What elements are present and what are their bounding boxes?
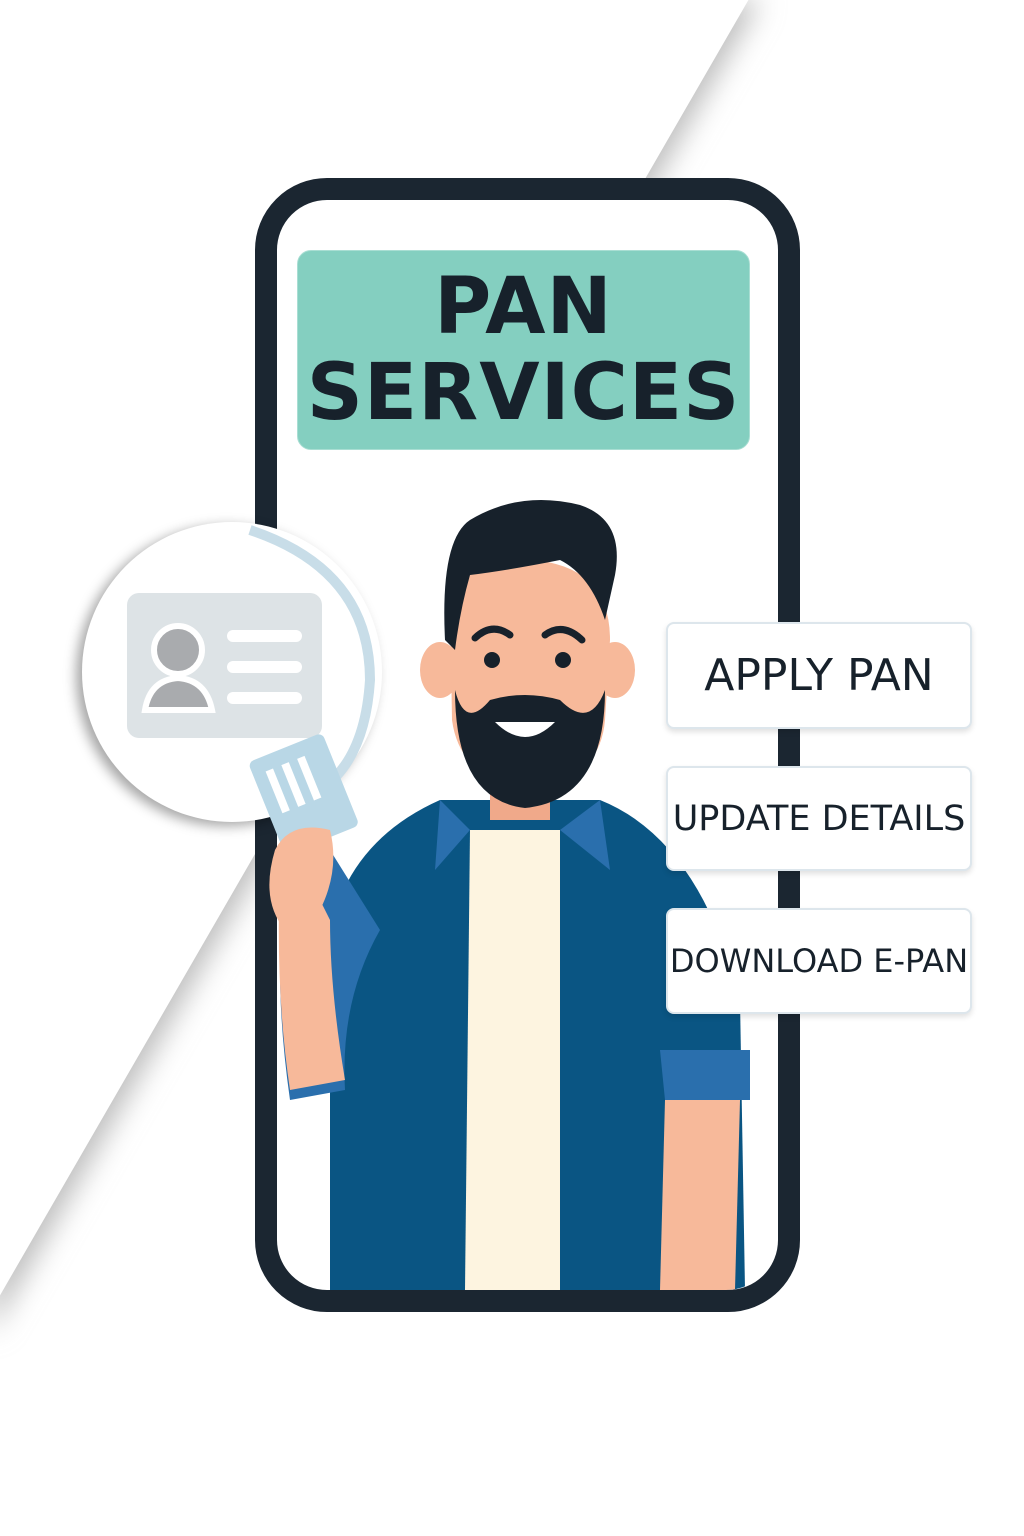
update-details-button[interactable]: UPDATE DETAILS bbox=[666, 766, 972, 871]
download-epan-button[interactable]: DOWNLOAD E-PAN bbox=[666, 908, 972, 1014]
update-details-label: UPDATE DETAILS bbox=[672, 798, 966, 839]
hand bbox=[269, 827, 334, 930]
magnifying-glass-icon bbox=[248, 525, 376, 795]
apply-pan-label: APPLY PAN bbox=[704, 650, 934, 701]
header-line-1: PAN bbox=[434, 262, 613, 352]
id-card-icon bbox=[127, 593, 322, 738]
beard bbox=[455, 690, 605, 808]
undershirt bbox=[465, 830, 560, 1290]
pan-services-header: PAN SERVICES bbox=[297, 250, 750, 450]
magnifier-handle bbox=[249, 734, 358, 854]
apply-pan-button[interactable]: APPLY PAN bbox=[666, 622, 972, 729]
download-epan-label: DOWNLOAD E-PAN bbox=[669, 942, 969, 980]
header-line-2: SERVICES bbox=[306, 348, 741, 438]
hair bbox=[444, 500, 617, 650]
